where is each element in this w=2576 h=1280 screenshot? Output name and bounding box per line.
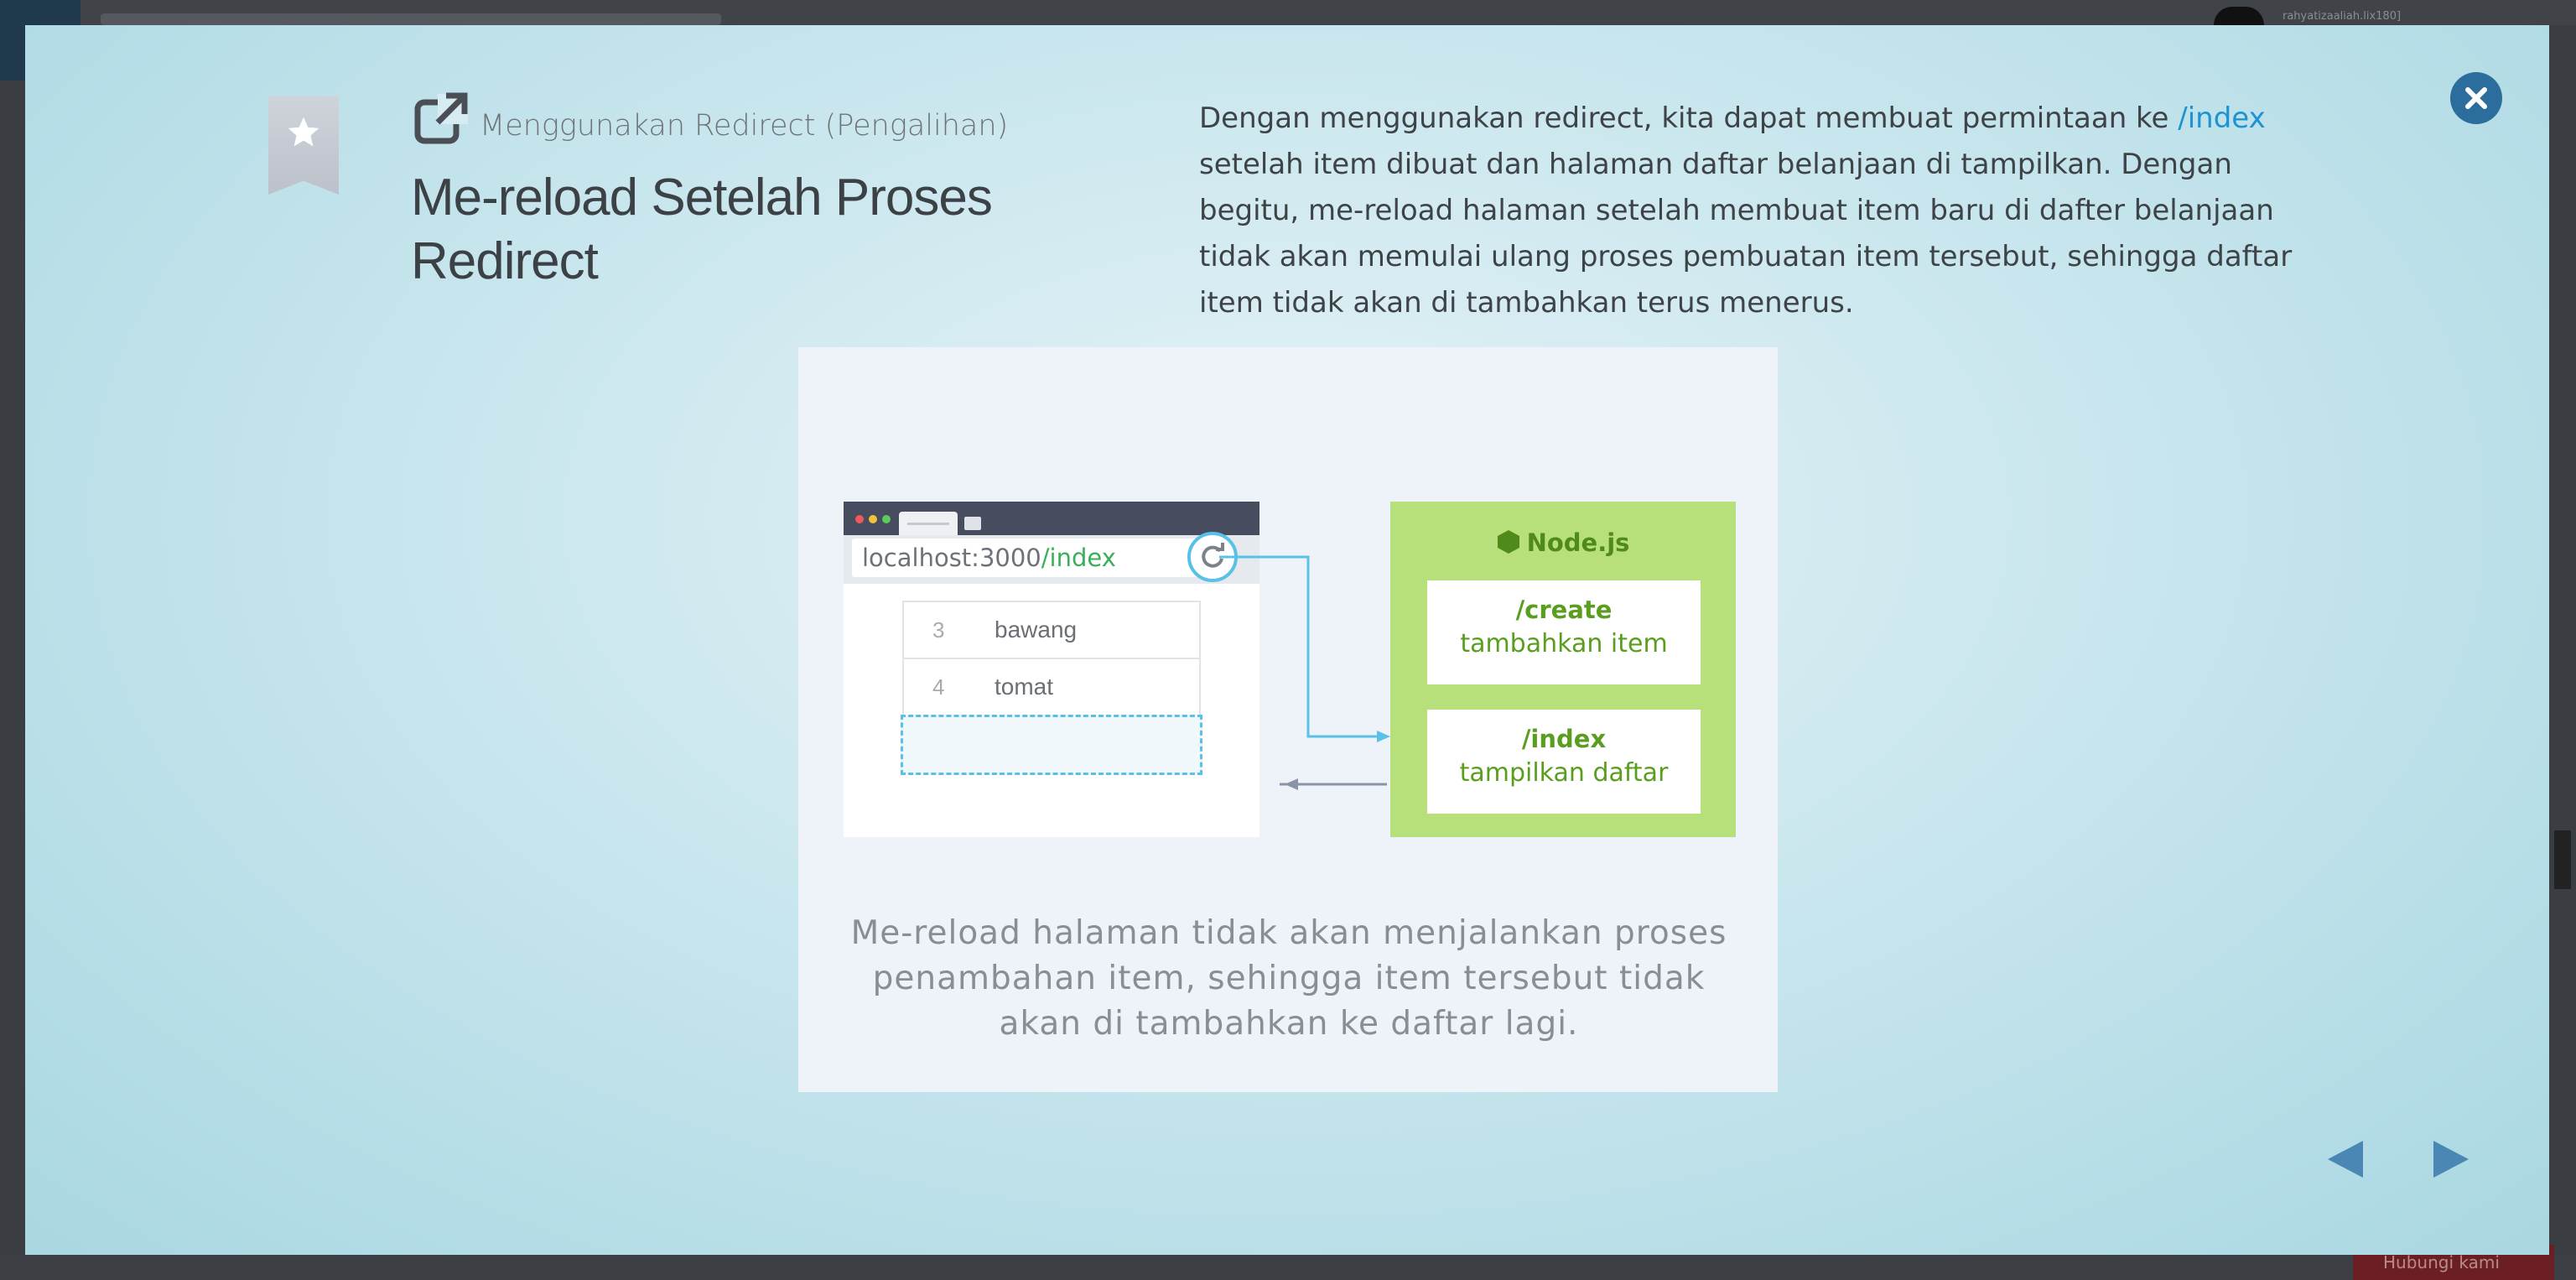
route-path: /index (1521, 725, 1607, 753)
route-index-box: /index tampilkan daftar (1427, 710, 1701, 814)
item-name: bawang (995, 617, 1078, 643)
arrow-right-icon (2433, 1141, 2469, 1178)
url-path: /index (1041, 544, 1116, 572)
browser-titlebar (844, 502, 1259, 535)
description-link: /index (2178, 101, 2266, 135)
nodejs-server-box: Node.js /create tambahkan item /index ta… (1390, 502, 1736, 837)
browser-tab (899, 512, 958, 535)
shopping-list: 3 bawang 4 tomat (902, 601, 1201, 716)
browser-mockup: localhost:3000/index 3 bawang 4 tomat (844, 502, 1259, 837)
window-dot-red (855, 515, 864, 523)
nodejs-hex-icon (1497, 530, 1519, 554)
route-action: tampilkan daftar (1459, 758, 1669, 788)
next-slide-button[interactable] (2423, 1134, 2474, 1184)
request-arrow (1219, 555, 1380, 738)
illustration-card: localhost:3000/index 3 bawang 4 tomat (798, 347, 1778, 1092)
bookmark-star-icon[interactable] (268, 96, 339, 195)
item-number: 3 (932, 617, 945, 643)
window-dot-yellow (869, 515, 877, 523)
route-path: /create (1515, 596, 1613, 624)
background-search-bar (101, 13, 721, 25)
browser-new-tab (964, 517, 981, 530)
item-name: tomat (995, 674, 1054, 700)
window-dot-green (882, 515, 891, 523)
arrow-left-icon (2328, 1141, 2363, 1178)
background-user-name: rahyatizaaliah.lix180] (2283, 10, 2402, 23)
url-field: localhost:3000/index (852, 539, 1204, 577)
route-create-box: /create tambahkan item (1427, 580, 1701, 684)
new-item-placeholder (901, 715, 1202, 775)
prev-slide-button[interactable] (2323, 1134, 2373, 1184)
close-icon (2465, 87, 2487, 109)
description-text-1: Dengan menggunakan redirect, kita dapat … (1199, 101, 2179, 135)
description-text-2: setelah item dibuat dan halaman daftar b… (1199, 148, 2293, 320)
list-item: 3 bawang (902, 601, 1201, 659)
server-label-text: Node.js (1526, 528, 1630, 557)
lesson-kicker: Menggunakan Redirect (Pengalihan) (480, 109, 1009, 143)
request-arrow-head (1377, 731, 1390, 742)
response-arrow-head (1285, 778, 1298, 790)
route-action: tambahkan item (1460, 629, 1668, 658)
flow-arrows (1219, 555, 1390, 790)
lesson-modal: Menggunakan Redirect (Pengalihan) Me-rel… (25, 25, 2549, 1255)
item-number: 4 (932, 674, 945, 700)
url-host: localhost:3000 (862, 544, 1041, 572)
external-link-icon (413, 89, 471, 148)
page-title: Me-reload Setelah Proses Redirect (411, 169, 993, 290)
illustration-caption: Me-reload halaman tidak akan menjalankan… (850, 914, 1727, 1043)
server-label: Node.js (1390, 528, 1736, 557)
background-avatar (2214, 7, 2264, 25)
background-scrollbar (2554, 830, 2571, 889)
background-bottom-bar (0, 1255, 2576, 1280)
lesson-description: Dengan menggunakan redirect, kita dapat … (1199, 96, 2306, 326)
close-button[interactable] (2450, 72, 2502, 124)
